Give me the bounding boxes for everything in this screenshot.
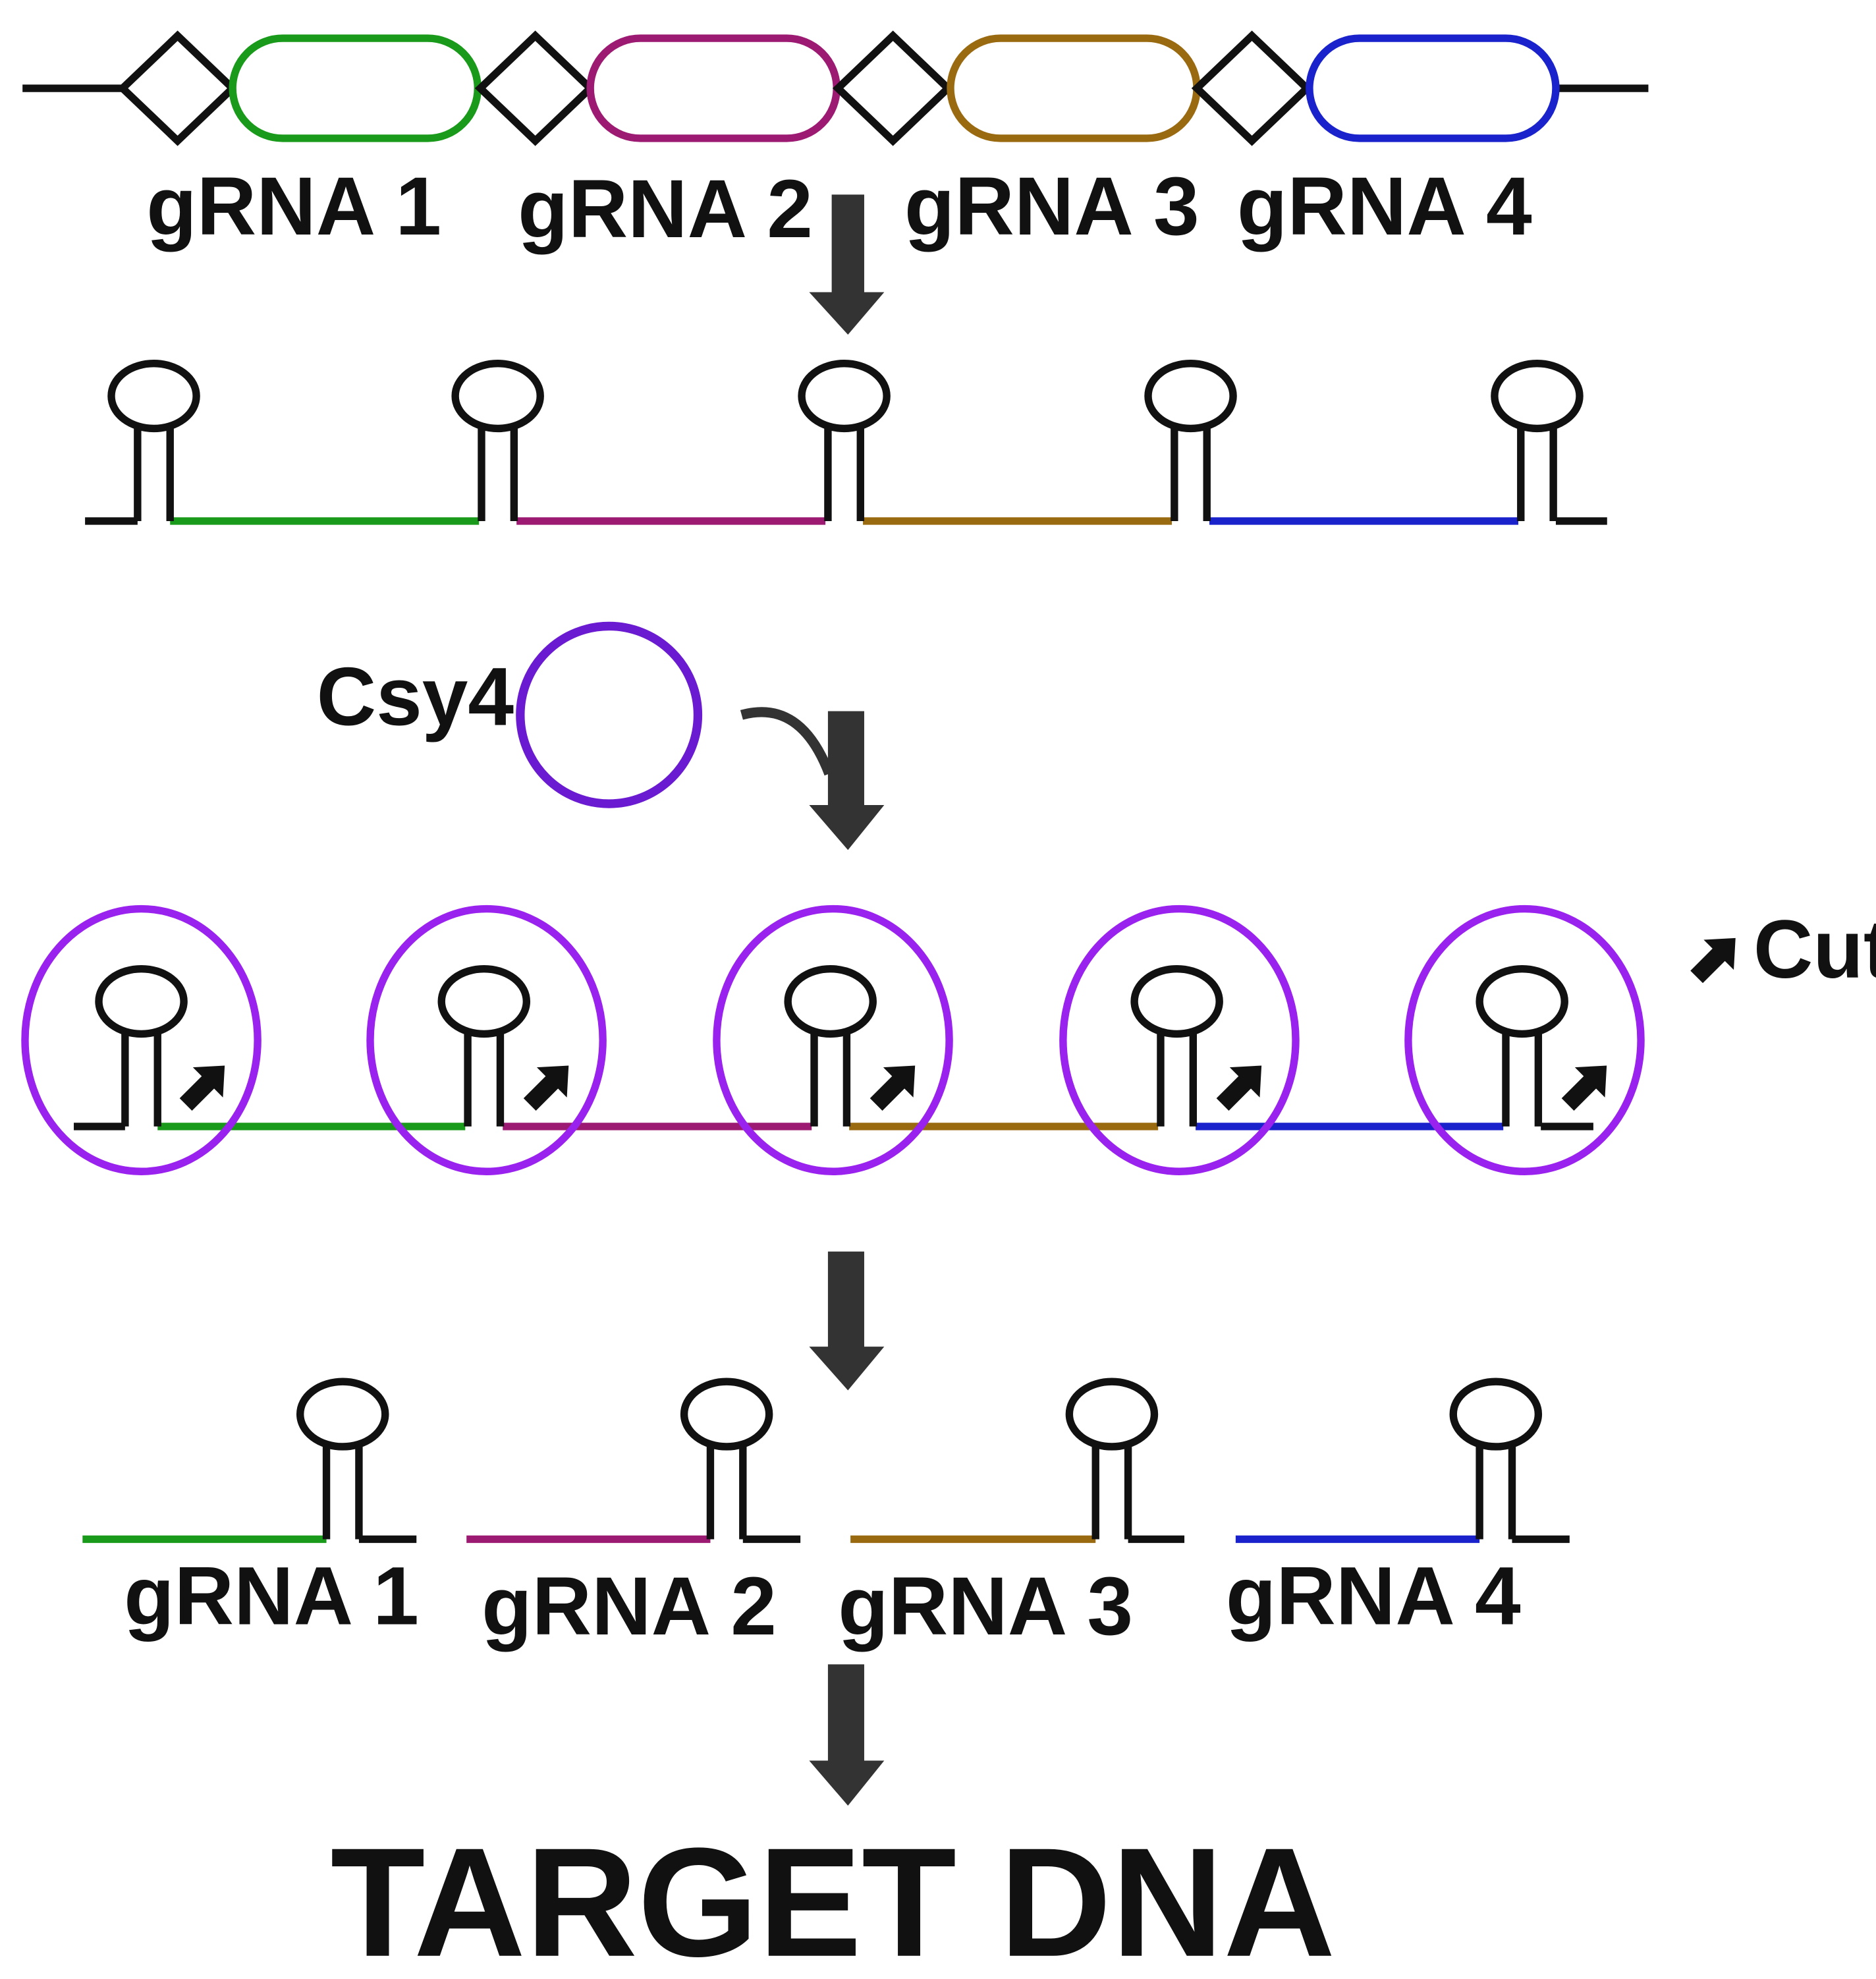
product-label-2: gRNA 2 [482, 1560, 777, 1652]
csy4-complex-4 [1059, 905, 1300, 1175]
down-arrow-3 [809, 1251, 885, 1391]
cassette-label-4: gRNA 4 [1237, 160, 1532, 252]
csy4-site-3 [832, 30, 954, 146]
product-label-1: gRNA 1 [124, 1550, 419, 1642]
csy4-site-4 [1191, 30, 1313, 146]
cut-arrow-4 [1216, 1065, 1262, 1111]
product-label-4: gRNA 4 [1226, 1550, 1521, 1642]
csy4-complex-5 [1404, 905, 1645, 1175]
target-dna-label: TARGET DNA [331, 1816, 1336, 1979]
csy4-label: Csy4 [317, 650, 514, 742]
product-hairpin-3 [1069, 1381, 1154, 1539]
csy4-complex-2 [366, 905, 607, 1175]
product-label-3: gRNA 3 [838, 1560, 1133, 1652]
rna-transcript [85, 364, 1607, 521]
csy4-bound-transcript [21, 905, 1645, 1175]
bound-hairpin-1 [99, 969, 184, 1127]
curved-arrow-csy4 [740, 707, 834, 776]
processed-grnas: gRNA 1 gRNA 2 gRNA 3 gRNA 4 [82, 1381, 1570, 1652]
cut-legend: Cut [1690, 903, 1876, 995]
hairpin-1 [111, 364, 196, 521]
cassette-label-2: gRNA 2 [518, 163, 813, 255]
cut-arrow-2 [523, 1065, 569, 1111]
csy4-site-2 [474, 30, 596, 146]
cut-arrow-icon [1690, 937, 1736, 984]
grna-4-box [1306, 34, 1560, 142]
csy4-site-1 [117, 30, 238, 146]
grna-2-box [586, 34, 841, 142]
product-hairpin-1 [300, 1381, 385, 1539]
product-hairpin-4 [1453, 1381, 1538, 1539]
bound-hairpin-4 [1134, 969, 1219, 1127]
bound-hairpin-2 [441, 969, 526, 1127]
grna-3-box [947, 34, 1201, 142]
cassette-label-1: gRNA 1 [146, 160, 441, 252]
hairpin-5 [1495, 364, 1580, 521]
bound-hairpin-3 [788, 969, 873, 1127]
cut-legend-label: Cut [1753, 903, 1876, 995]
cut-arrow-1 [179, 1065, 225, 1111]
bound-hairpin-5 [1479, 969, 1564, 1127]
csy4-complex-1 [21, 905, 262, 1175]
grna-1-box [229, 34, 482, 142]
product-hairpin-2 [684, 1381, 769, 1539]
hairpin-3 [802, 364, 887, 521]
hairpin-4 [1148, 364, 1233, 521]
hairpin-2 [455, 364, 540, 521]
cassette-label-3: gRNA 3 [904, 160, 1200, 252]
down-arrow-2 [809, 711, 885, 850]
grna-cassette: gRNA 1 gRNA 2 gRNA 3 gRNA 4 [22, 30, 1649, 255]
cut-arrow-3 [869, 1065, 916, 1111]
csy4-complex-3 [713, 905, 953, 1175]
csy4-enzyme [516, 621, 703, 808]
down-arrow-4 [809, 1664, 885, 1806]
cut-arrow-5 [1561, 1065, 1607, 1111]
down-arrow-1 [809, 194, 885, 335]
